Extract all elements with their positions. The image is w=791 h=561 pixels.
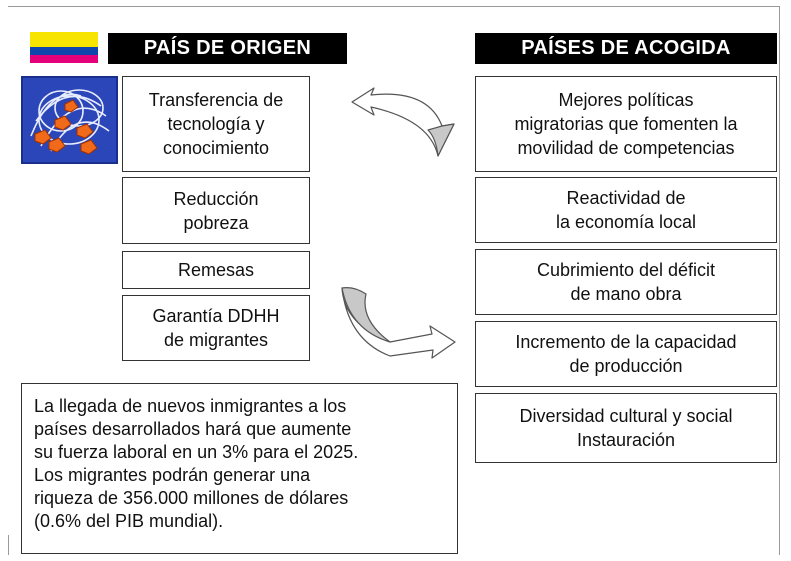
box-line: de migrantes — [163, 330, 269, 350]
colombia-flag-icon — [30, 32, 98, 63]
box-line: pobreza — [183, 212, 249, 233]
origin-header: PAÍS DE ORIGEN — [108, 33, 347, 64]
note-box: La llegada de nuevos inmigrantes a los p… — [21, 383, 458, 554]
box-line: Reactividad de — [566, 188, 686, 208]
outer-frame — [8, 6, 780, 555]
host-header: PAÍSES DE ACOGIDA — [475, 33, 777, 64]
curved-arrow-icon — [341, 287, 456, 359]
note-line: su fuerza laboral en un 3% para el 2025. — [34, 442, 359, 462]
frame-edge — [8, 535, 9, 555]
host-box-labor-deficit: Cubrimiento del déficit de mano obra — [475, 249, 777, 315]
origin-box-remittances: Remesas — [122, 251, 310, 289]
box-line: la economía local — [555, 212, 697, 232]
host-box-diversity: Diversidad cultural y social Instauració… — [475, 393, 777, 463]
box-line: Diversidad cultural y social — [519, 406, 733, 426]
note-line: (0.6% del PIB mundial). — [34, 511, 224, 531]
box-line: de mano obra — [570, 284, 682, 304]
box-line: movilidad de competencias — [517, 138, 735, 158]
box-line: de producción — [569, 356, 683, 376]
box-line: Mejores políticas — [558, 90, 694, 110]
curved-arrow-icon — [351, 87, 455, 157]
origin-box-human-rights: Garantía DDHH de migrantes — [122, 295, 310, 361]
box-line: Reducción — [173, 188, 259, 209]
box-line: tecnología y — [167, 114, 265, 134]
box-line: Incremento de la capacidad — [515, 332, 737, 352]
box-line: Cubrimiento del déficit — [536, 260, 716, 280]
box-line: conocimiento — [162, 138, 270, 158]
note-line: riqueza de 356.000 millones de dólares — [34, 488, 349, 508]
box-line: Remesas — [177, 260, 255, 280]
note-line: La llegada de nuevos inmigrantes a los — [34, 396, 347, 416]
origin-box-poverty: Reducción pobreza — [122, 177, 310, 244]
note-line: países desarrollados hará que aumente — [34, 419, 352, 439]
box-line: Instauración — [576, 430, 676, 450]
note-line: Los migrantes podrán generar una — [34, 465, 311, 485]
box-line: migratorias que fomenten la — [514, 114, 738, 134]
host-box-production: Incremento de la capacidad de producción — [475, 321, 777, 387]
host-box-economy: Reactividad de la economía local — [475, 177, 777, 243]
origin-box-technology: Transferencia de tecnología y conocimien… — [122, 76, 310, 172]
network-globe-icon — [21, 76, 118, 164]
host-box-policies: Mejores políticas migratorias que foment… — [475, 76, 777, 172]
box-line: Transferencia de — [148, 90, 284, 110]
box-line: Garantía DDHH — [152, 306, 280, 326]
